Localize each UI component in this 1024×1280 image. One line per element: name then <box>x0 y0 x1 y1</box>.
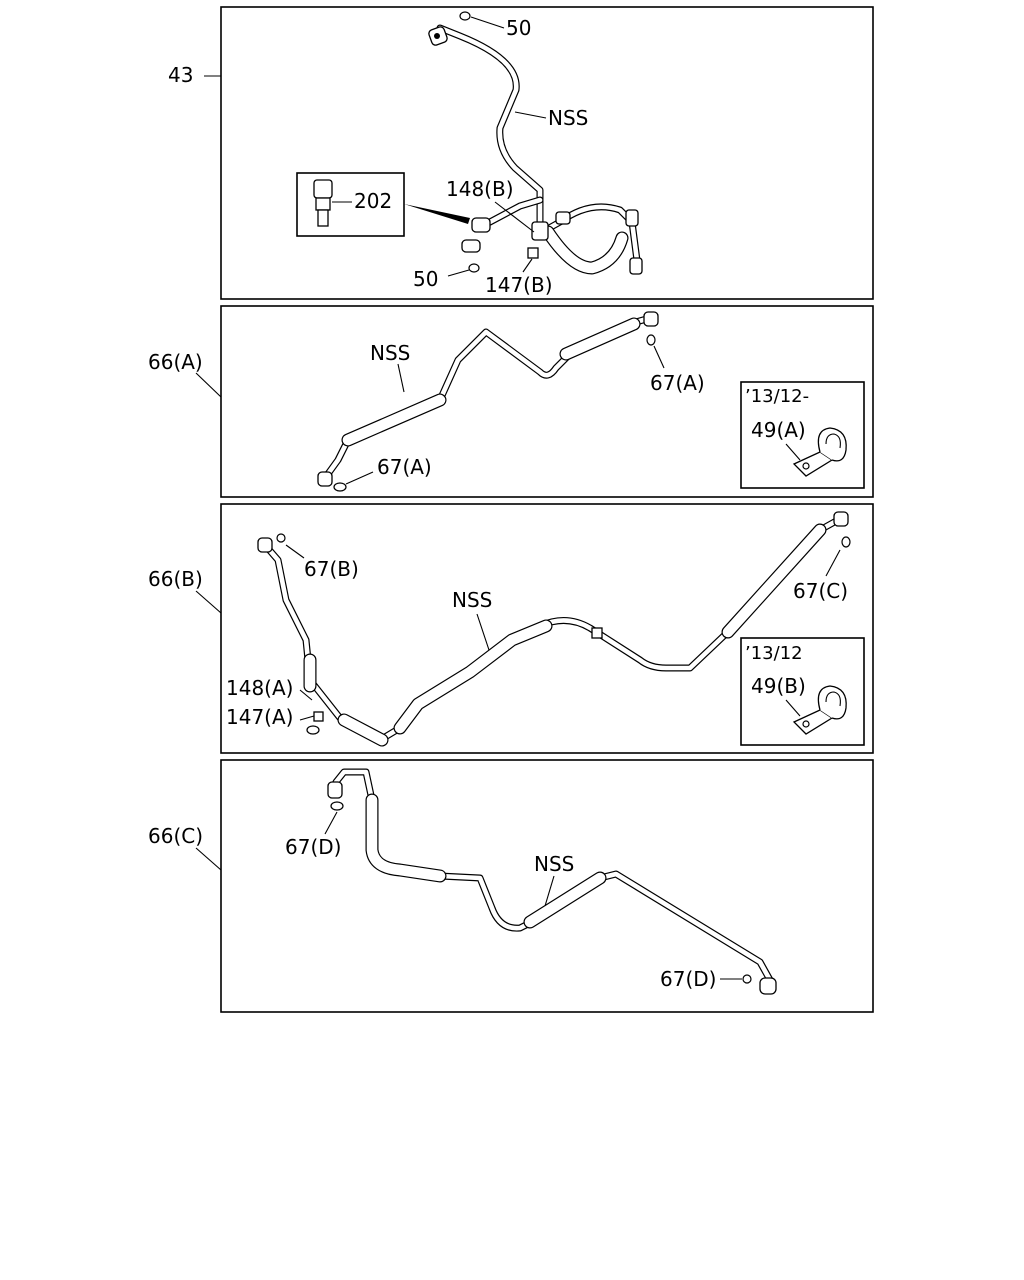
fitting-66b-right <box>833 511 849 527</box>
oring-67b <box>276 533 286 543</box>
sensor-inset-frame <box>296 172 405 237</box>
panel-43-frame <box>220 6 874 300</box>
oring-67c <box>841 536 851 548</box>
seal-50-bottom <box>468 263 480 273</box>
oring-67d-bottom <box>742 974 752 984</box>
seal-50-top <box>459 11 471 21</box>
fitting-66a-bottom <box>317 471 333 487</box>
panel-66c: 66(C) 67(D) NSS 67(D) <box>148 759 874 1013</box>
callout-66a: 66(A) <box>148 350 203 374</box>
label-67c: 67(C) <box>793 579 848 603</box>
label-nss-66c: NSS <box>534 852 574 876</box>
inset-66b-frame <box>740 637 865 746</box>
fitting-66b-left <box>257 537 273 553</box>
label-nss-66a: NSS <box>370 341 410 365</box>
clamp-49b-icon <box>792 685 847 735</box>
hose-66b-3 <box>393 619 553 735</box>
inset-66a-date: ’13/12- <box>745 386 809 407</box>
label-147b: 147(B) <box>485 273 553 297</box>
seal-147a <box>306 725 320 735</box>
inset-pointer <box>404 204 470 224</box>
label-147a: 147(A) <box>226 705 293 729</box>
label-nss-66b: NSS <box>452 588 492 612</box>
label-50-bottom: 50 <box>413 267 438 291</box>
panel-66a: 66(A) NSS 67(A) 67(A) ’13/12- 49(A) <box>148 305 874 498</box>
oring-67d-top <box>330 801 344 811</box>
bolt-147a <box>313 711 324 722</box>
oring-67a-top <box>646 334 656 346</box>
callout-66c: 66(C) <box>148 824 203 848</box>
sensor-202-icon <box>313 179 333 199</box>
label-49b: 49(B) <box>751 674 806 698</box>
label-67d-bottom: 67(D) <box>660 967 716 991</box>
label-67b: 67(B) <box>304 557 359 581</box>
inset-66b-date: ’13/12 <box>745 643 803 664</box>
fitting-66a-top <box>643 311 659 327</box>
inset-66a-frame <box>740 381 865 489</box>
label-67a-bottom: 67(A) <box>377 455 432 479</box>
label-148b: 148(B) <box>446 177 514 201</box>
label-202: 202 <box>354 189 392 213</box>
label-67d-top: 67(D) <box>285 835 341 859</box>
panel-66b-frame <box>220 503 874 754</box>
fitting-66c-top <box>327 781 343 799</box>
panel-66a-frame <box>220 305 874 498</box>
panel-66c-frame <box>220 759 874 1013</box>
oring-67a-bottom <box>333 482 347 492</box>
label-nss-43: NSS <box>548 106 588 130</box>
label-67a-top: 67(A) <box>650 371 705 395</box>
label-50-top: 50 <box>506 16 531 40</box>
pipe-66b <box>261 516 842 744</box>
panel-66b: 66(B) 67(B) NSS 67(C) 148(A) 147(A) ’13/… <box>148 503 874 754</box>
bolt-147b <box>527 247 539 259</box>
sensor-43-mounted <box>471 217 491 233</box>
callout-43: 43 <box>168 63 193 87</box>
callout-66b: 66(B) <box>148 567 203 591</box>
panel-43: 43 202 50 <box>168 6 874 300</box>
clamp-49a-icon <box>792 427 847 477</box>
label-148a: 148(A) <box>226 676 293 700</box>
fitting-66c-bottom <box>759 977 777 995</box>
block-43 <box>531 221 549 241</box>
label-49a: 49(A) <box>751 418 806 442</box>
